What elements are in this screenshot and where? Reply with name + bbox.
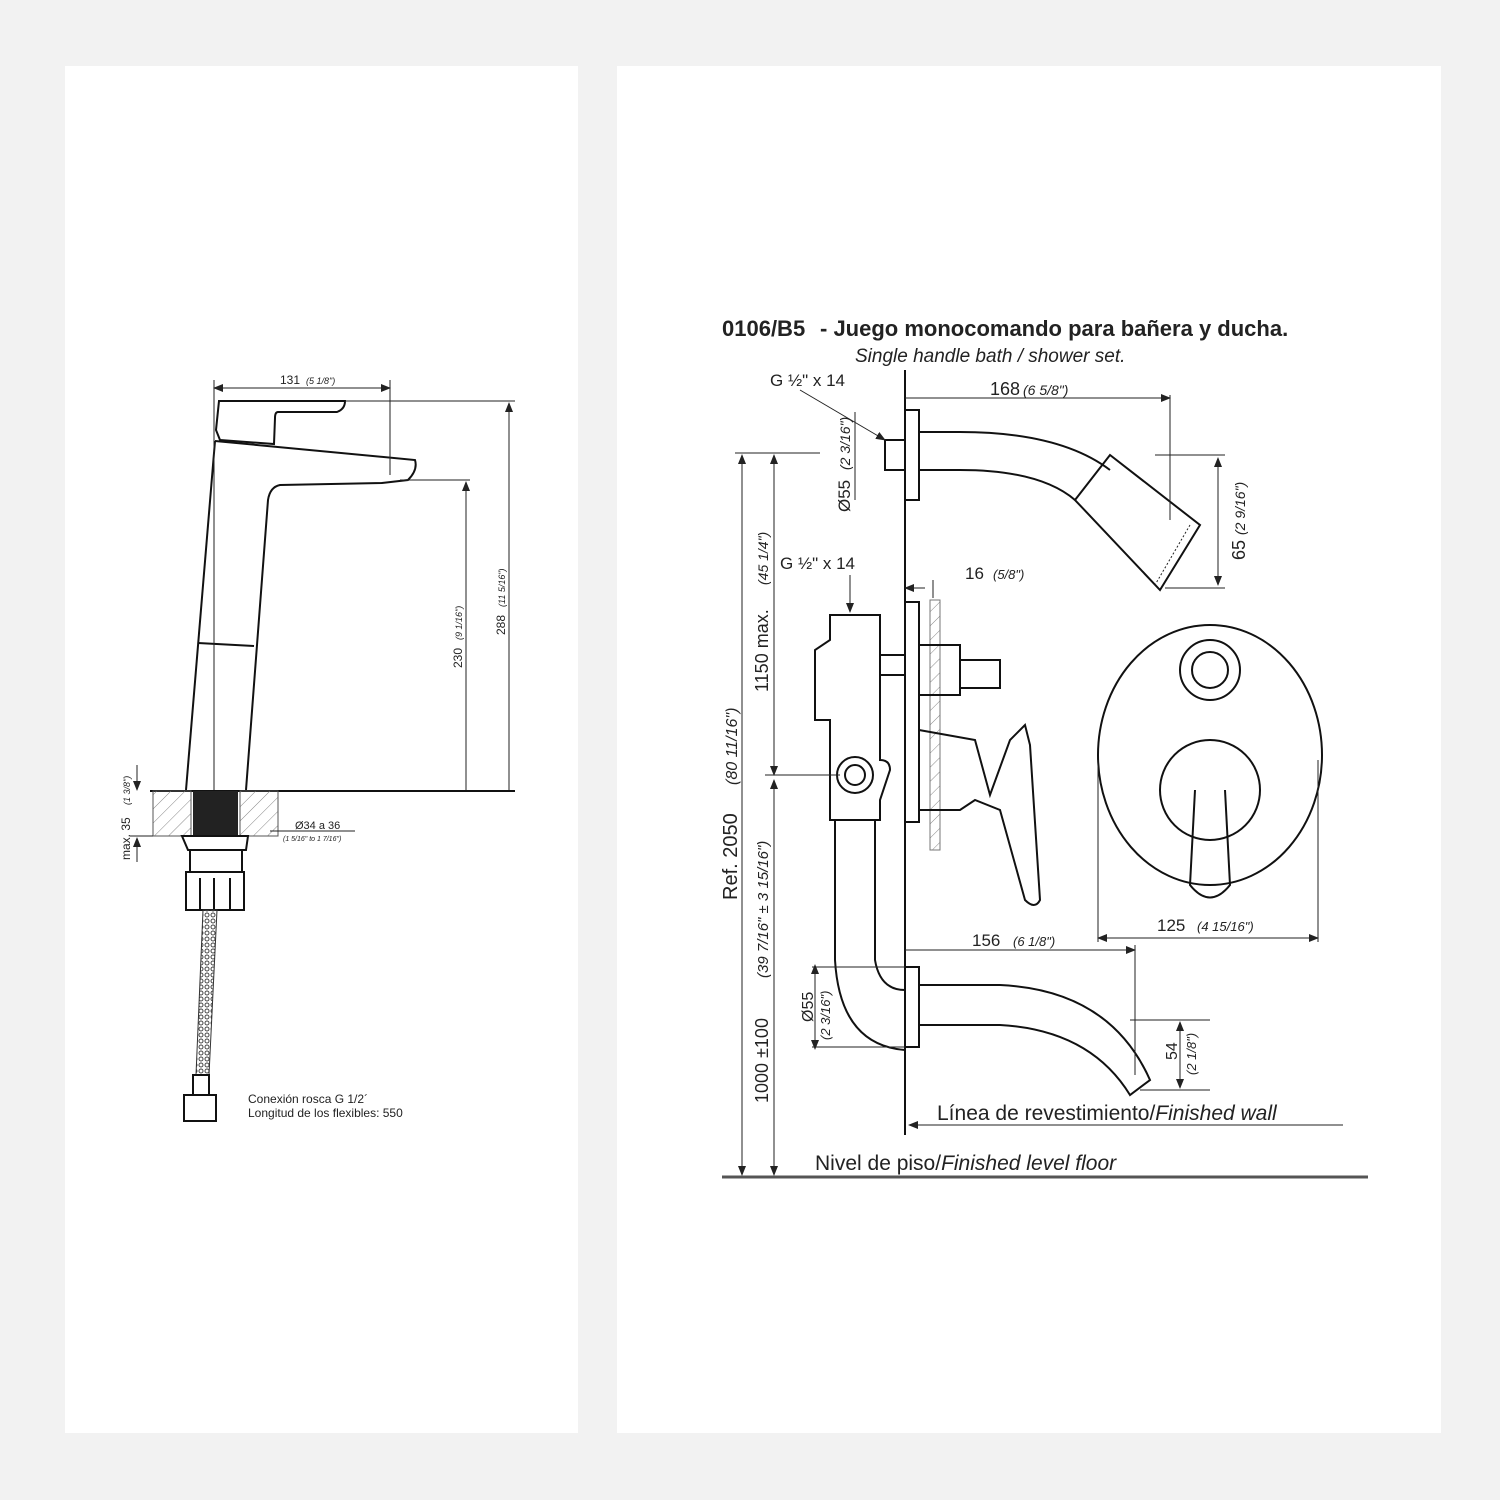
thread-mid-label: G ½" x 14 xyxy=(780,554,855,573)
shower-arm-dim-in: (6 5/8") xyxy=(1023,382,1068,398)
total-height-dim: 288 xyxy=(494,615,508,635)
subtitle-en: Single handle bath / shower set. xyxy=(855,346,1125,367)
finished-wall-label: Línea de revestimiento/Finished wall xyxy=(937,1102,1278,1125)
shower-head-dim-in: (2 9/16") xyxy=(1232,482,1248,535)
plate-width-dim-in: (4 15/16") xyxy=(1197,919,1254,934)
max-thickness-dim-in: (1 3/8") xyxy=(122,776,132,805)
hole-dim: Ø34 a 36 xyxy=(295,820,340,832)
spout-height-dim: 230 xyxy=(451,648,465,668)
spout-height-dim-in: (9 1/16") xyxy=(454,606,464,640)
bath-shower-drawing: 0106/B5 - Juego monocomando para bañera … xyxy=(720,316,1368,1179)
flange-dim-bottom: Ø55 xyxy=(800,992,817,1022)
shower-arm-dim: 168 xyxy=(990,379,1020,399)
max-thickness-dim: max. 35 xyxy=(119,817,133,860)
spout-height-dim-in: (39 7/16" ± 3 15/16") xyxy=(755,841,772,978)
shower-head-dim: 65 xyxy=(1229,540,1249,560)
spout-drop-dim: 54 xyxy=(1164,1042,1181,1060)
ref-height-dim: Ref. 2050 xyxy=(720,813,742,900)
ref-height-dim-in: (80 11/16") xyxy=(724,708,741,785)
thread-top-label: G ½" x 14 xyxy=(770,371,845,390)
right-panel-bath-shower-set xyxy=(617,66,1441,1433)
spout-length-dim-in: (6 1/8") xyxy=(1013,934,1055,949)
title-code: 0106/B5 xyxy=(722,316,805,341)
flange-dim-top-in: (2 3/16") xyxy=(837,417,853,470)
hose-length-note: Longitud de los flexibles: 550 xyxy=(248,1106,403,1120)
title-es: - Juego monocomando para bañera y ducha. xyxy=(820,316,1288,341)
plate-width-dim: 125 xyxy=(1157,916,1185,935)
flange-dim-top: Ø55 xyxy=(835,480,854,512)
depth-dim: 16 xyxy=(965,564,984,583)
basin-faucet-drawing: 131 (5 1/8") 230 (9 1/16") 288 (11 5/16"… xyxy=(119,373,515,1122)
left-panel-basin-faucet xyxy=(65,66,578,1433)
hole-dim-in: (1 5/16" to 1 7/16") xyxy=(283,836,341,843)
depth-dim-in: (5/8") xyxy=(993,567,1024,582)
finished-floor-label: Nivel de piso/Finished level floor xyxy=(815,1152,1117,1175)
spout-length-dim: 156 xyxy=(972,931,1000,950)
faucet-width-dim-in: (5 1/8") xyxy=(306,376,335,386)
flange-dim-bottom-in: (2 3/16") xyxy=(818,991,833,1040)
faucet-width-dim: 131 xyxy=(280,373,300,387)
spout-drop-dim-in: (2 1/8") xyxy=(1184,1033,1199,1075)
valve-height-dim-in: (45 1/4") xyxy=(755,532,771,585)
valve-height-dim: 1150 max. xyxy=(752,609,772,692)
spout-height-dim: 1000 ±100 xyxy=(752,1018,772,1103)
total-height-dim-in: (11 5/16") xyxy=(497,568,507,607)
connection-note: Conexión rosca G 1/2´ xyxy=(248,1092,368,1106)
